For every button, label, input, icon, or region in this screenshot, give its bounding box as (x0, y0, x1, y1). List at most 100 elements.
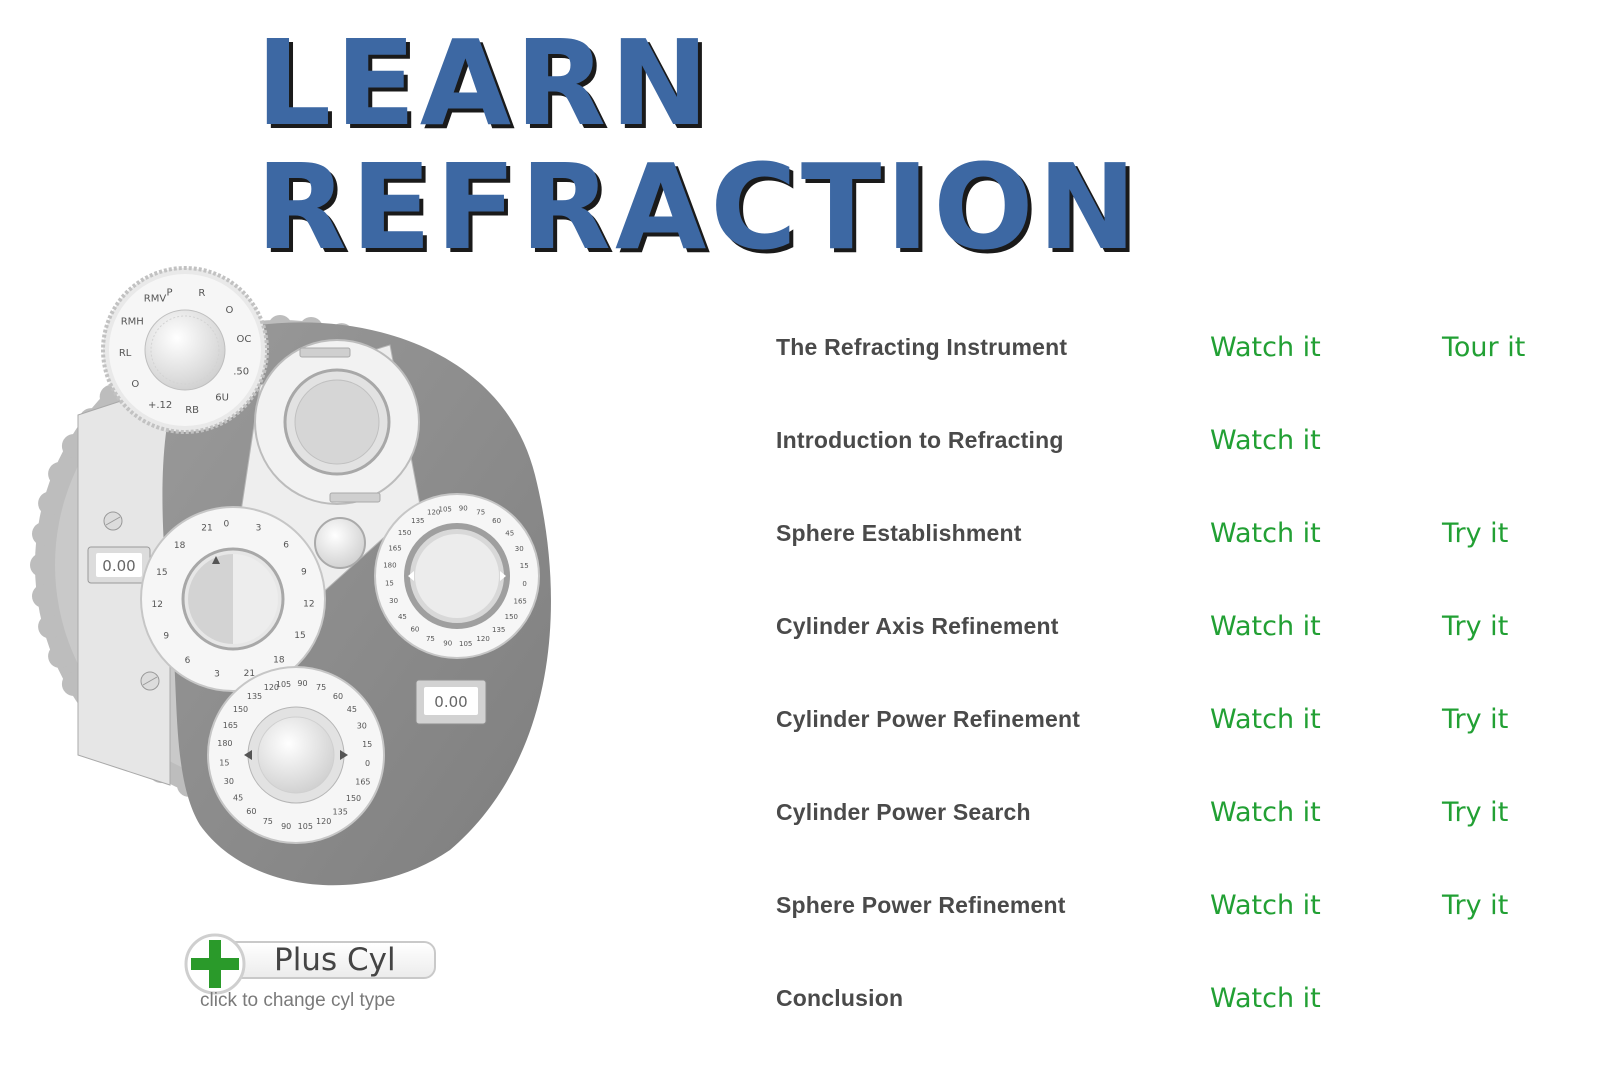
dial-label: 120 (427, 508, 440, 516)
dial-label: 15 (156, 568, 167, 578)
watch-it-link[interactable]: Watch it (1210, 332, 1321, 363)
dial-label: O (131, 379, 139, 390)
dial-label: 60 (492, 517, 501, 525)
dial-label: RMH (121, 317, 144, 328)
watch-it-link[interactable]: Watch it (1210, 704, 1321, 735)
dial-label: 9 (163, 631, 169, 641)
dial-label: 18 (273, 656, 285, 666)
lesson-title: Sphere Power Refinement (776, 892, 1066, 918)
gear-tooth (30, 553, 54, 577)
lesson-title: Cylinder Axis Refinement (776, 613, 1059, 639)
plus-icon (184, 933, 246, 995)
dial-label: 135 (411, 517, 424, 525)
try-it-link[interactable]: Try it (1442, 518, 1509, 549)
try-it-link[interactable]: Try it (1442, 611, 1509, 642)
watch-it-link[interactable]: Watch it (1210, 890, 1321, 921)
lesson-title: Cylinder Power Refinement (776, 706, 1081, 732)
dial-label: 120 (316, 817, 331, 826)
dial-label: 165 (388, 544, 401, 552)
dial-label: 60 (410, 626, 419, 634)
lesson-title: Cylinder Power Search (776, 799, 1031, 825)
dial-label: P (166, 287, 172, 298)
dial-label: .50 (233, 366, 249, 377)
watch-it-link[interactable]: Watch it (1210, 983, 1321, 1014)
cyl-type-label: Plus Cyl (274, 942, 396, 978)
dial-label: 30 (389, 597, 398, 605)
dial-label: 75 (263, 817, 273, 826)
dial-label: 0 (224, 519, 230, 529)
dial-label: 15 (362, 740, 372, 749)
dial-label: 135 (247, 692, 262, 701)
dial-label: 150 (398, 529, 411, 537)
dial-label: 90 (297, 679, 307, 688)
gear-tooth (32, 584, 56, 609)
watch-it-link[interactable]: Watch it (1210, 425, 1321, 456)
dial-label: 6U (215, 393, 229, 404)
gear-tooth (38, 491, 63, 516)
dial-label: 30 (357, 722, 367, 731)
watch-it-link[interactable]: Watch it (1210, 797, 1321, 828)
watch-it-link[interactable]: Watch it (1210, 611, 1321, 642)
dial-label: 6 (185, 656, 191, 666)
lesson-row: Cylinder Power Search Watch it Try it (776, 787, 1576, 880)
dial-label: 75 (426, 635, 435, 643)
dial-label: 45 (233, 794, 243, 803)
dial-label: RMV (144, 293, 167, 304)
dial-label: 18 (174, 541, 186, 551)
dial-label: 90 (443, 640, 452, 648)
try-it-link[interactable]: Try it (1442, 890, 1509, 921)
page-title: LEARN REFRACTION (256, 14, 1141, 276)
dial-label: 75 (316, 683, 326, 692)
dial-label: 105 (276, 680, 291, 689)
cyl-type-pill[interactable] (212, 941, 436, 979)
dial-label: 180 (383, 562, 396, 570)
dial-label: 165 (223, 721, 238, 730)
dial-label: 90 (281, 822, 291, 831)
dial-label: 105 (459, 640, 472, 648)
dial-label: 6 (283, 541, 289, 551)
dial-label: O (225, 305, 233, 316)
lesson-row: Cylinder Axis Refinement Watch it Try it (776, 601, 1576, 694)
dial-label: 60 (333, 692, 343, 701)
dial-label: 15 (219, 758, 229, 767)
dial-label: 12 (151, 600, 162, 610)
gear-tooth (48, 461, 73, 486)
dial-label: 3 (256, 523, 262, 533)
dial-label: 21 (244, 669, 255, 679)
try-it-link[interactable]: Try it (1442, 797, 1509, 828)
sphere-readout: 0.00 (102, 557, 135, 575)
gear-tooth (48, 644, 73, 669)
dial-label: 105 (298, 822, 313, 831)
watch-it-link[interactable]: Watch it (1210, 518, 1321, 549)
lesson-row: Cylinder Power Refinement Watch it Try it (776, 694, 1576, 787)
dial-label: 120 (476, 635, 489, 643)
dial-label: 120 (264, 683, 279, 692)
dial-label: 150 (233, 705, 248, 714)
try-it-link[interactable]: Try it (1442, 704, 1509, 735)
dial-label: +.12 (148, 400, 172, 411)
dial-label: 75 (476, 509, 485, 517)
dial-label: 165 (355, 777, 370, 786)
dial-label: 15 (294, 631, 305, 641)
dial-label: 45 (398, 613, 407, 621)
cyl-type-toggle[interactable]: Plus Cyl (184, 933, 440, 995)
dial-label: 135 (492, 626, 505, 634)
dial-label: 0 (365, 759, 370, 768)
cyl-type-hint: click to change cyl type (200, 990, 396, 1011)
dial-label: 21 (201, 524, 212, 534)
dial-label: 15 (520, 562, 529, 570)
dial-label: 90 (459, 505, 468, 513)
lesson-row: Sphere Power Refinement Watch it Try it (776, 880, 1576, 973)
tour-it-link[interactable]: Tour it (1442, 332, 1526, 363)
dial-label: 9 (301, 568, 307, 578)
dial-label: 150 (346, 794, 361, 803)
